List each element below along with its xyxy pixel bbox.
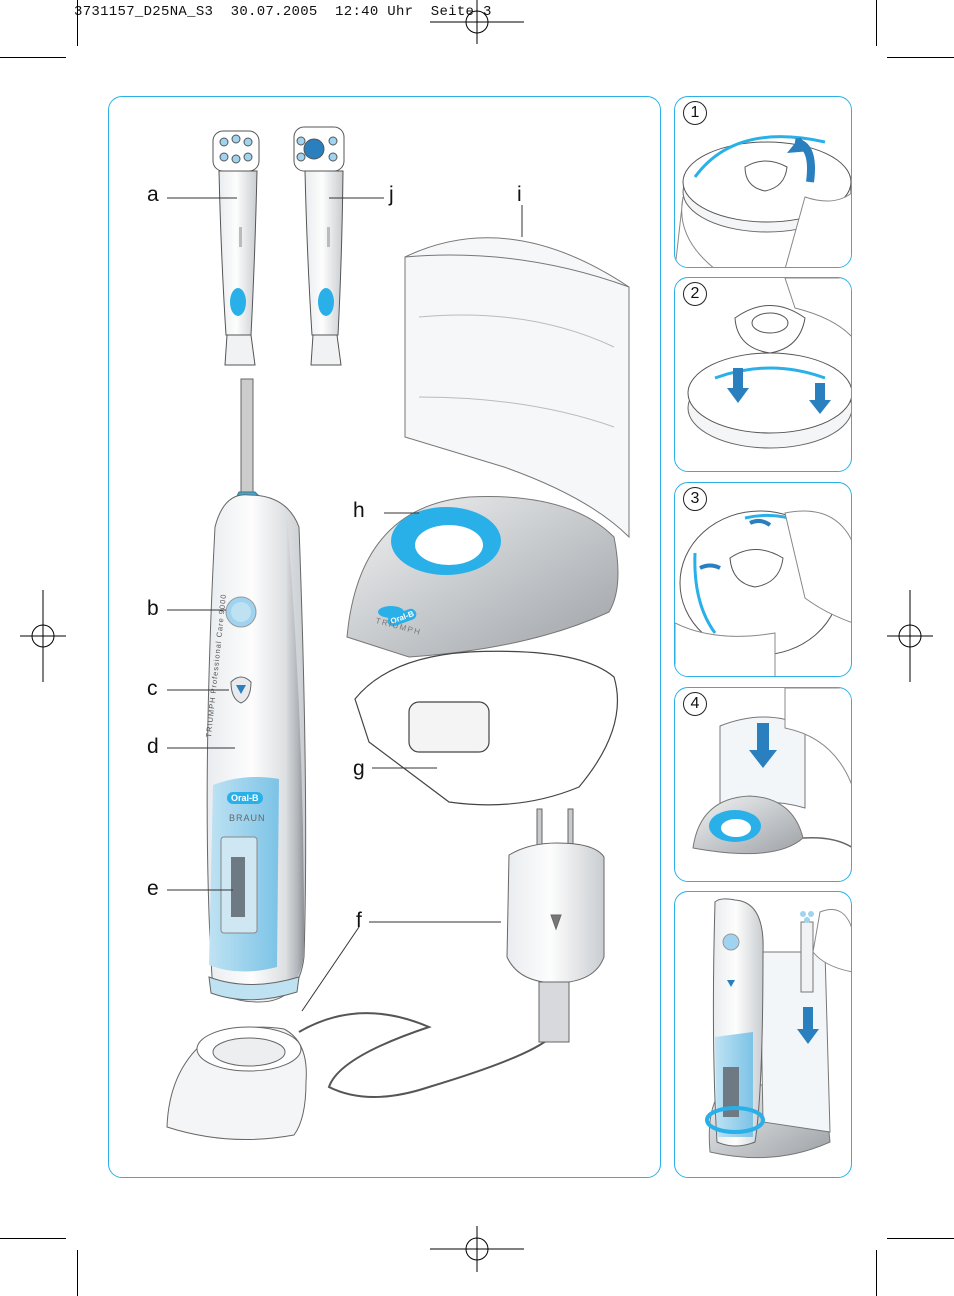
crop-mark (887, 1238, 954, 1239)
charging-stand (166, 1026, 307, 1140)
crop-mark (876, 0, 877, 46)
label-g: g (353, 757, 365, 780)
label-h: h (353, 499, 365, 522)
product-illustration (166, 126, 630, 1140)
step-number-4: 4 (683, 692, 707, 716)
label-e: e (147, 877, 159, 900)
label-d: d (147, 735, 159, 758)
label-j: j (389, 183, 394, 206)
handle-brand-logo: Oral-B (227, 792, 263, 804)
label-a: a (147, 183, 159, 206)
step-1-panel: 1 (674, 96, 852, 268)
step-5-panel (674, 891, 852, 1178)
charger-dome-h (346, 496, 619, 658)
base-plate-g (354, 650, 619, 806)
crop-mark (77, 1250, 78, 1296)
brush-head-j (293, 126, 345, 366)
crop-mark (876, 1250, 877, 1296)
label-b: b (147, 597, 159, 620)
power-adapter-f (506, 808, 605, 1043)
handle-maker-text: BRAUN (229, 813, 266, 823)
toothbrush-handle (206, 378, 307, 1003)
step-3-illustration (675, 510, 851, 676)
crop-mark (0, 1238, 66, 1239)
power-cord (298, 991, 556, 1098)
crop-mark (0, 57, 66, 58)
step-3-panel: 3 (674, 482, 852, 677)
step-5-illustration (705, 898, 851, 1159)
product-overview-panel: a j i h b c d g e f Oral-B BRAUN TRIUMPH… (108, 96, 661, 1178)
step-number-3: 3 (683, 487, 707, 511)
step-number-1: 1 (683, 101, 707, 125)
travel-cover-i (404, 237, 630, 539)
step-4-panel: 4 (674, 687, 852, 882)
print-header: 3731157_D25NA_S3 30.07.2005 12:40 Uhr Se… (74, 4, 492, 20)
crop-mark (77, 0, 78, 46)
brush-head-a (212, 130, 260, 366)
step-2-illustration (687, 278, 851, 449)
step-2-panel: 2 (674, 277, 852, 472)
label-i: i (517, 183, 522, 206)
step-4-illustration (692, 688, 851, 855)
step-number-2: 2 (683, 282, 707, 306)
step-1-illustration (675, 135, 851, 267)
crop-mark (887, 57, 954, 58)
label-c: c (147, 677, 158, 700)
label-f: f (356, 909, 362, 932)
